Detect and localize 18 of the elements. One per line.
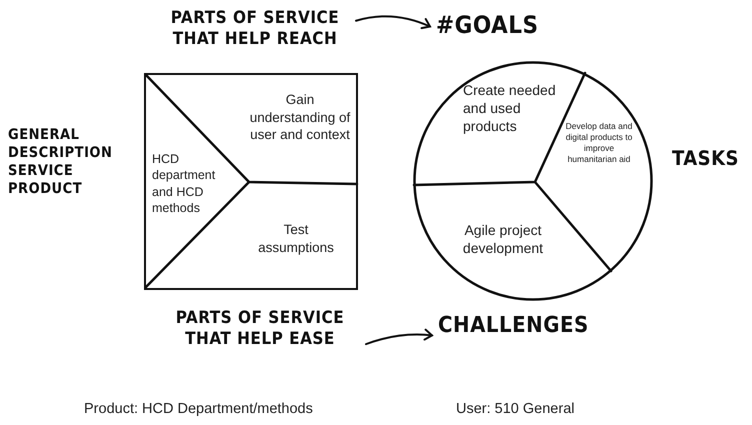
segment-text: Agile project development: [443, 221, 563, 258]
arrow: [355, 15, 431, 30]
caption-text: Product: HCD Department/methods: [84, 400, 314, 419]
handwritten-heading: CHALLENGES: [438, 312, 588, 340]
square-frame: [144, 73, 358, 290]
segment-text: Create needed and used products: [463, 81, 559, 136]
segment-text: Gain understanding of user and context: [246, 91, 354, 144]
handwritten-label: GENERAL DESCRIPTION SERVICE PRODUCT: [8, 126, 114, 198]
caption-text: User: 510 General: [456, 400, 576, 419]
handwritten-label: TASKS: [672, 146, 740, 171]
arrow: [365, 328, 433, 346]
segment-text: HCD department and HCD methods: [152, 151, 236, 216]
circle-frame: [413, 61, 653, 301]
segment-text: Develop data and digital products to improve humanitarian aid: [563, 121, 635, 166]
handwritten-heading: #GOALS: [436, 10, 536, 40]
segment-text: Test assumptions: [246, 221, 346, 256]
handwritten-heading: PARTS OF SERVICE THAT HELP EASE: [160, 308, 360, 350]
handwritten-heading: PARTS OF SERVICE THAT HELP REACH: [160, 8, 350, 50]
